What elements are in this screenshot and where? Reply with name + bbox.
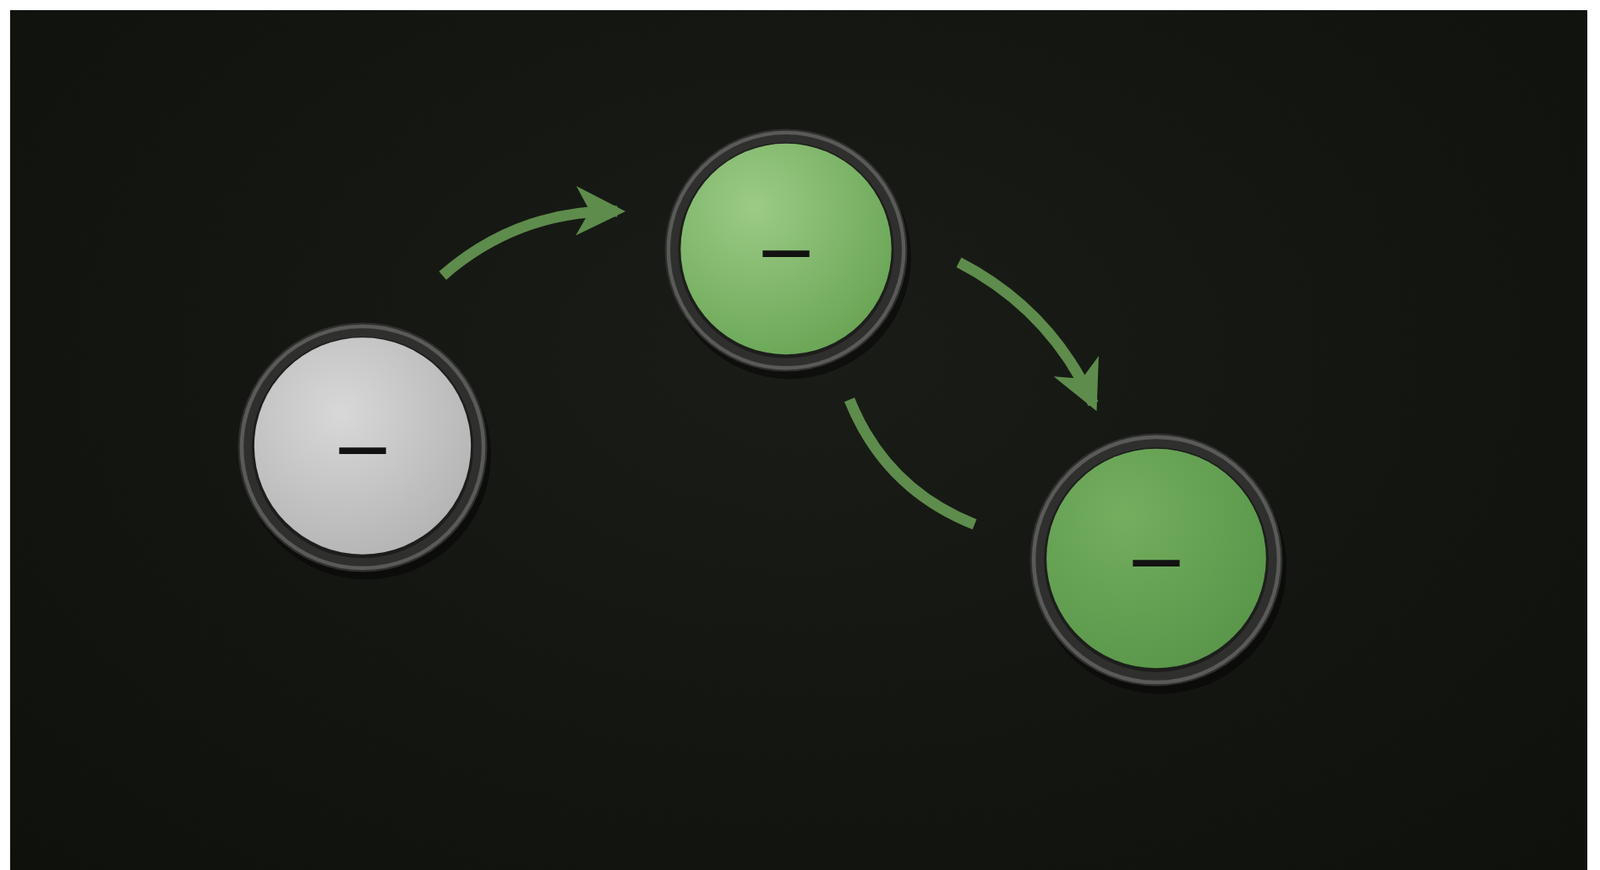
green-circle: — [663, 127, 909, 373]
green-circle: — [1028, 431, 1284, 688]
gray-circle: — [236, 321, 489, 574]
curved-arrow [959, 262, 1094, 404]
node-mark: — [1028, 431, 1284, 688]
node-mark: — [236, 321, 489, 574]
node-mark: — [663, 127, 909, 373]
curved-arrow [442, 211, 618, 276]
curved-line [849, 399, 975, 525]
